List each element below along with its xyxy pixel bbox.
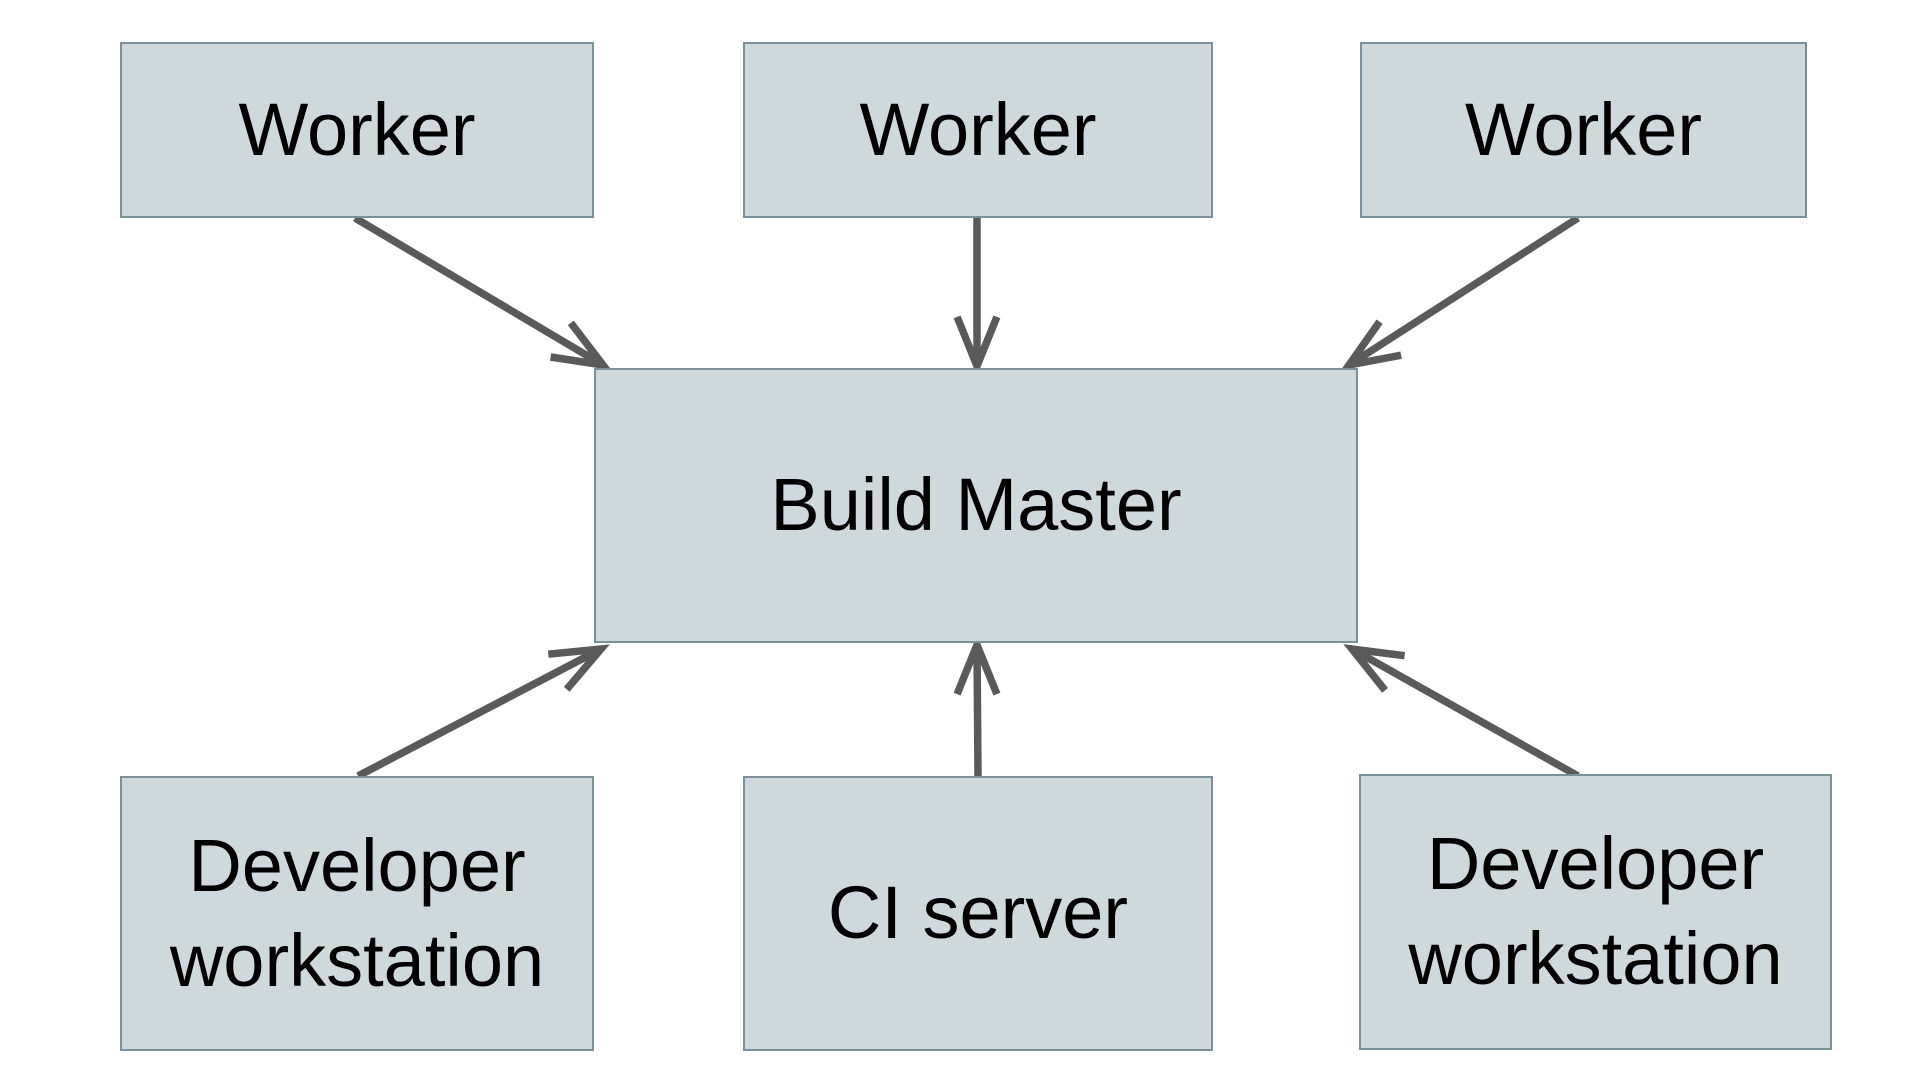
arrow-dev-right-to-build-master bbox=[1343, 644, 1580, 780]
arrow-worker-left-to-build-master bbox=[353, 214, 612, 371]
arrow-dev-left-to-build-master bbox=[356, 644, 610, 780]
node-build-master: Build Master bbox=[594, 368, 1358, 643]
node-developer-workstation-right-label: Developer workstation bbox=[1408, 822, 1783, 1000]
node-worker-middle: Worker bbox=[743, 42, 1213, 218]
node-developer-workstation-left-label: Developer workstation bbox=[169, 823, 545, 1002]
node-developer-workstation-left: Developer workstation bbox=[120, 776, 594, 1051]
node-worker-right: Worker bbox=[1360, 42, 1807, 218]
node-ci-server: CI server bbox=[743, 776, 1213, 1051]
arrow-ci-server-to-build-master bbox=[953, 635, 1001, 777]
node-worker-left-label: Worker bbox=[238, 87, 476, 171]
node-developer-workstation-right: Developer workstation bbox=[1359, 774, 1832, 1050]
node-build-master-label: Build Master bbox=[770, 463, 1182, 547]
arrow-worker-middle-to-build-master bbox=[953, 218, 1001, 376]
node-worker-right-label: Worker bbox=[1464, 87, 1703, 171]
node-worker-middle-label: Worker bbox=[859, 87, 1097, 171]
arrow-worker-right-to-build-master bbox=[1340, 214, 1581, 371]
node-ci-server-label: CI server bbox=[827, 871, 1129, 955]
node-worker-left: Worker bbox=[120, 42, 594, 218]
